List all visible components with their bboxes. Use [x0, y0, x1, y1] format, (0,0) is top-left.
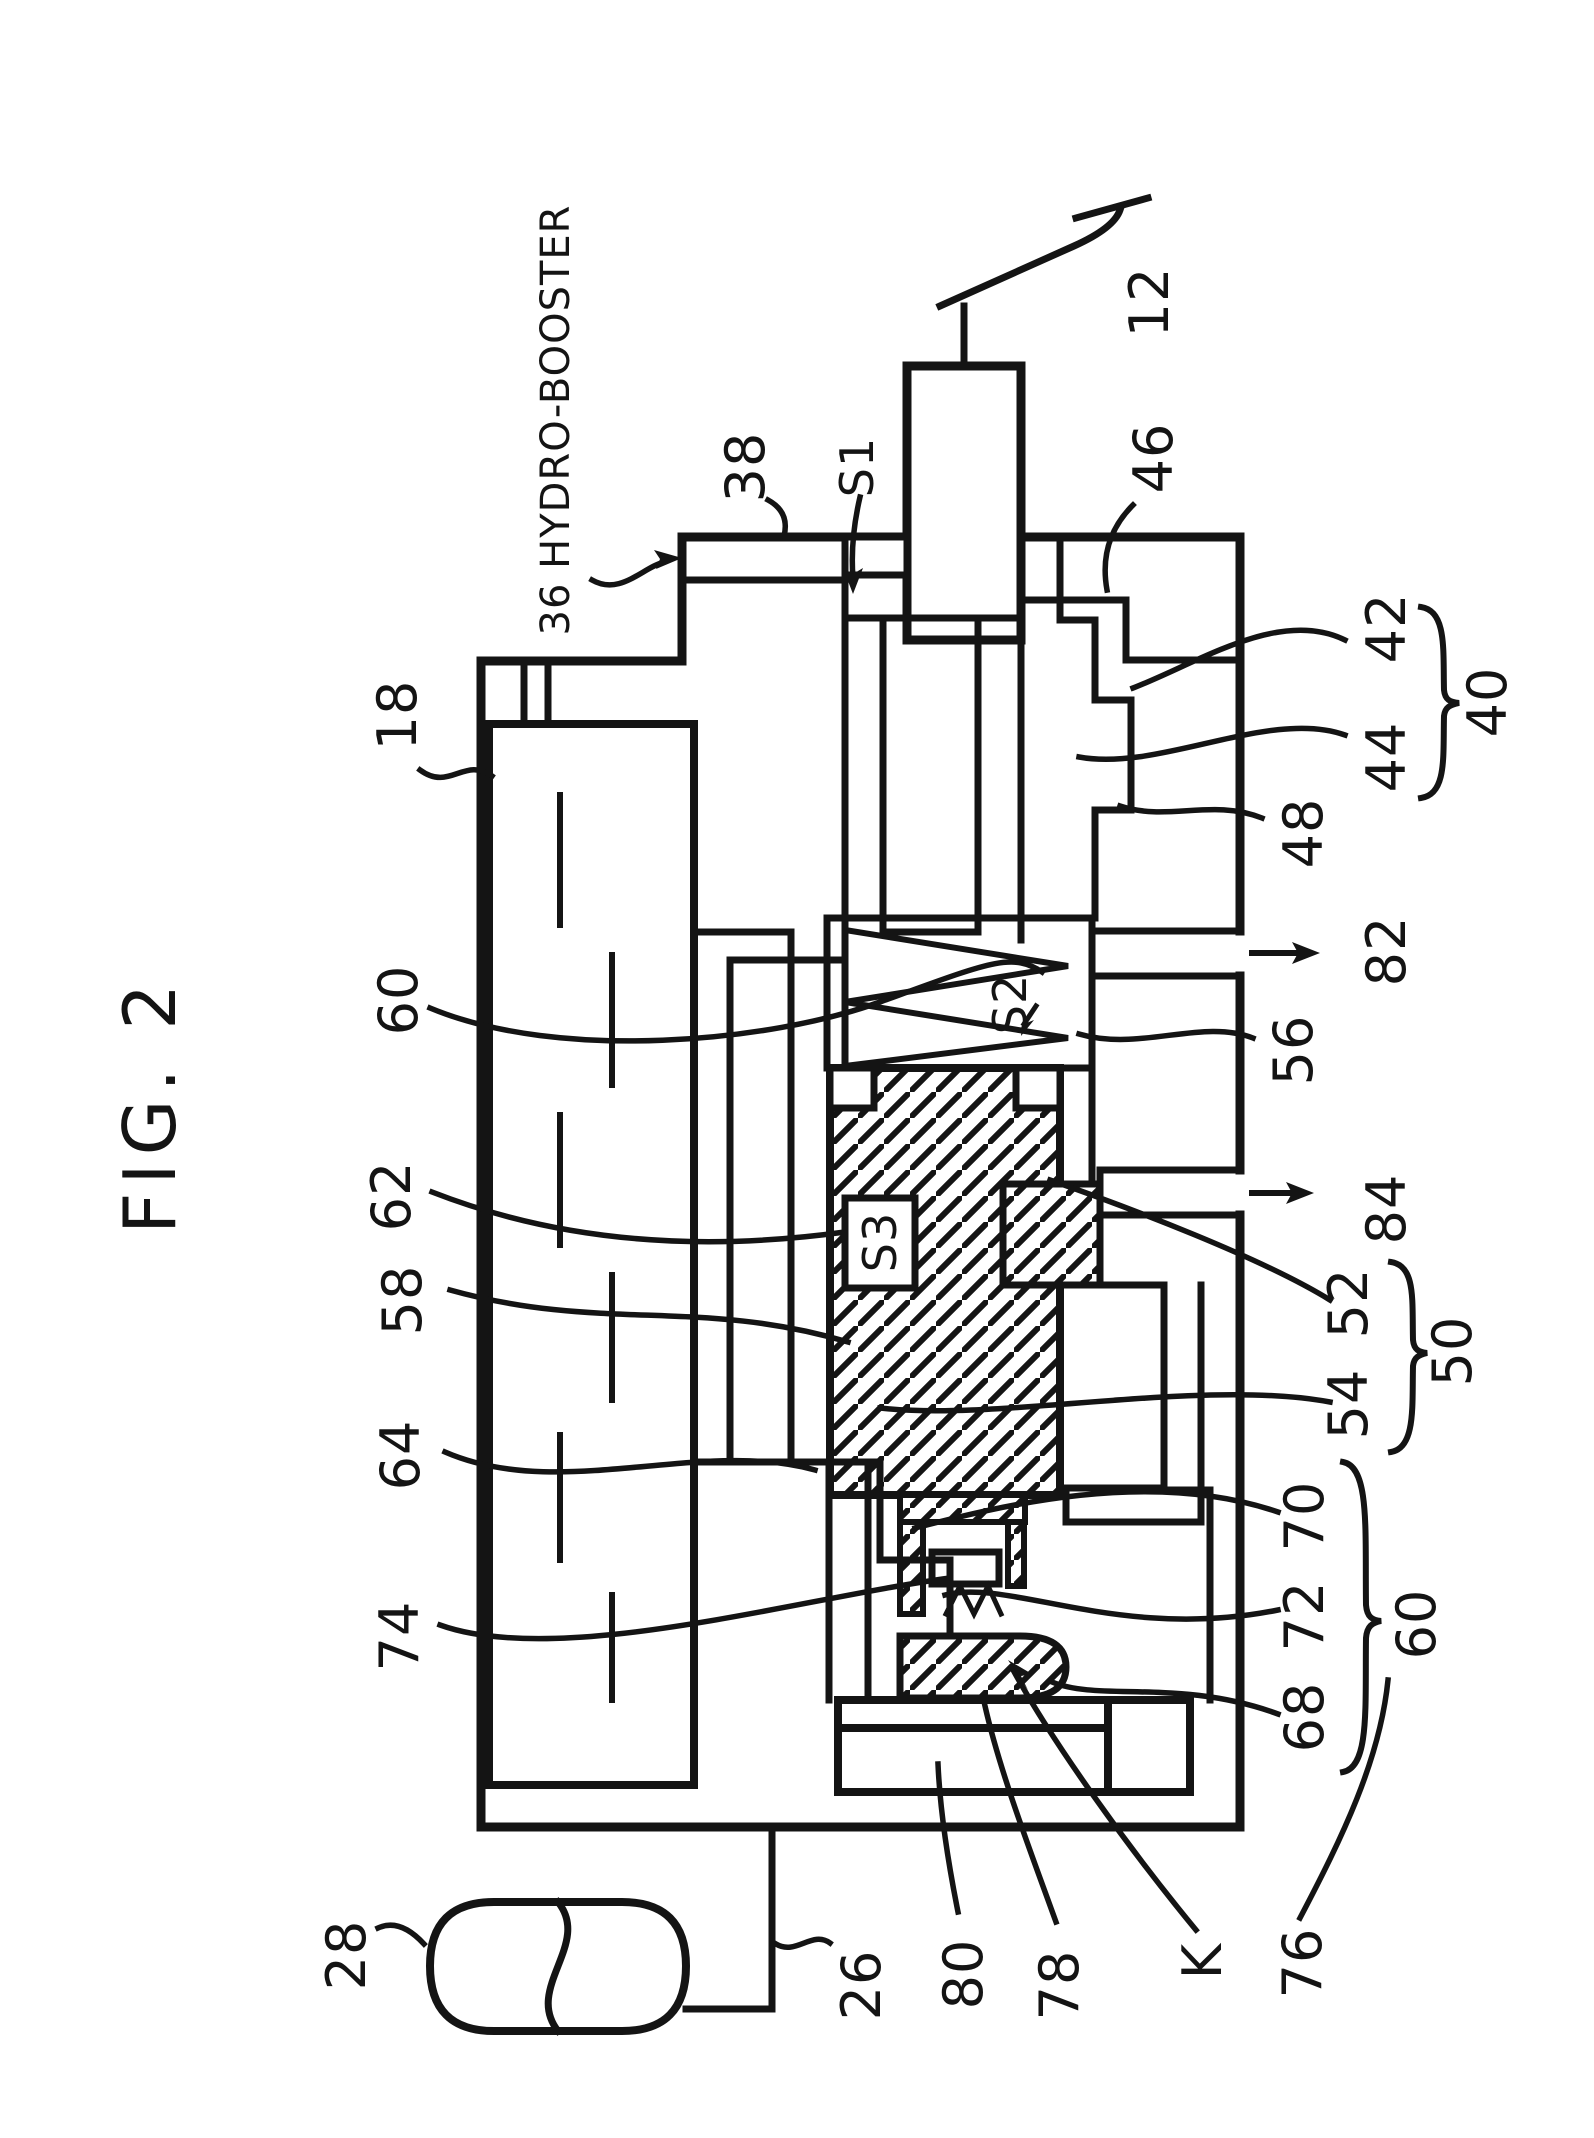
ref-label-s1: S1	[830, 436, 884, 498]
power-piston-hatched	[826, 1064, 1104, 1702]
accumulator-diaphragm	[544, 1897, 572, 2036]
upper-valve-sleeve-38-46-48	[678, 533, 1244, 944]
ref-label-64: 64	[369, 1419, 432, 1491]
ref-label-68: 68	[1273, 1681, 1336, 1753]
ref-label-40: 40	[1456, 666, 1519, 738]
ref-label-58: 58	[371, 1264, 434, 1336]
brace-40	[1417, 603, 1460, 802]
brace-60	[1339, 1458, 1382, 1776]
input-rod-and-pedal-12	[902, 193, 1153, 645]
s3-chamber-window	[841, 1194, 919, 1292]
valve-plug-68	[896, 1632, 1070, 1702]
ref-label-60-right: 60	[1385, 1588, 1448, 1660]
leader-42	[1129, 627, 1349, 692]
leader-52	[1046, 1176, 1334, 1304]
leader-74	[436, 1574, 954, 1642]
ref-label-44: 44	[1355, 721, 1418, 793]
ref-label-72: 72	[1273, 1580, 1336, 1652]
accumulator-28	[425, 1823, 776, 2036]
arrowhead-s1	[843, 568, 863, 594]
fluid-reservoir-18	[485, 657, 698, 1789]
ref-label-system-36: 36 HYDRO-BOOSTER	[533, 204, 579, 636]
arrowhead-36	[654, 550, 682, 569]
s2-pointer-arrow	[1020, 1002, 1040, 1028]
leader-56	[1075, 1028, 1257, 1043]
ref-label-title: FIG. 2	[108, 975, 192, 1235]
arrowhead-k	[1008, 1660, 1032, 1690]
leader-48	[1116, 802, 1266, 822]
ref-label-78: 78	[1028, 1949, 1091, 2021]
ref-label-70: 70	[1273, 1480, 1336, 1552]
pressure-ports-82-84	[1088, 927, 1244, 1219]
ref-label-74: 74	[368, 1600, 431, 1672]
leader-64	[441, 1448, 819, 1475]
reservoir-fluid-level-marks	[557, 792, 615, 1703]
ref-label-52: 52	[1317, 1267, 1380, 1339]
leader-38	[764, 496, 788, 540]
ref-label-60-left: 60	[367, 964, 430, 1036]
ref-label-28: 28	[315, 1919, 378, 1991]
leader-s1	[849, 493, 864, 581]
leader-72	[941, 1589, 1282, 1622]
ref-label-62: 62	[360, 1160, 423, 1232]
end-block-78-80	[834, 1696, 1194, 1796]
ref-label-50: 50	[1421, 1315, 1484, 1387]
ref-label-26: 26	[830, 1949, 893, 2021]
ref-label-80: 80	[932, 1938, 995, 2010]
leader-28	[374, 1922, 428, 1948]
leader-46	[1102, 501, 1137, 594]
booster-housing-outline	[476, 532, 1245, 1832]
ref-label-k: K	[1171, 1942, 1234, 1980]
ref-label-84: 84	[1355, 1173, 1418, 1245]
ref-label-54: 54	[1317, 1368, 1380, 1440]
leader-80	[935, 1761, 962, 1916]
leader-54	[876, 1391, 1334, 1414]
ref-label-42: 42	[1355, 592, 1418, 664]
leader-arrowheads	[654, 550, 1032, 1690]
ref-label-s3: S3	[853, 1211, 907, 1273]
ref-label-46: 46	[1122, 422, 1185, 494]
leader-58	[446, 1286, 852, 1346]
leader-68	[1048, 1678, 1282, 1718]
leader-78	[981, 1702, 1060, 1926]
piston-seal-block-52	[999, 1180, 1104, 1289]
ref-label-38: 38	[714, 431, 777, 503]
leader-60-left	[426, 959, 1046, 1044]
ref-label-s2: S2	[983, 973, 1037, 1035]
ref-label-12: 12	[1118, 266, 1181, 338]
leader-70	[911, 1488, 1282, 1532]
ref-label-18: 18	[366, 679, 429, 751]
leader-44	[1075, 725, 1349, 763]
ref-label-56: 56	[1262, 1014, 1325, 1086]
leader-36-arrow	[588, 558, 668, 588]
ref-label-76: 76	[1271, 1927, 1334, 1999]
flow-arrow-82	[1249, 942, 1320, 964]
leader-62	[428, 1188, 849, 1245]
leader-18	[416, 766, 496, 781]
leader-26	[772, 1936, 834, 1950]
ref-label-82: 82	[1355, 915, 1418, 987]
leader-76	[1296, 1676, 1392, 1922]
ref-label-48: 48	[1272, 797, 1335, 869]
flow-arrow-84	[1249, 1182, 1314, 1204]
leader-lines	[374, 493, 1392, 1950]
brace-50	[1387, 1258, 1428, 1456]
leader-k	[1008, 1664, 1200, 1934]
grouping-braces	[1339, 603, 1460, 1776]
